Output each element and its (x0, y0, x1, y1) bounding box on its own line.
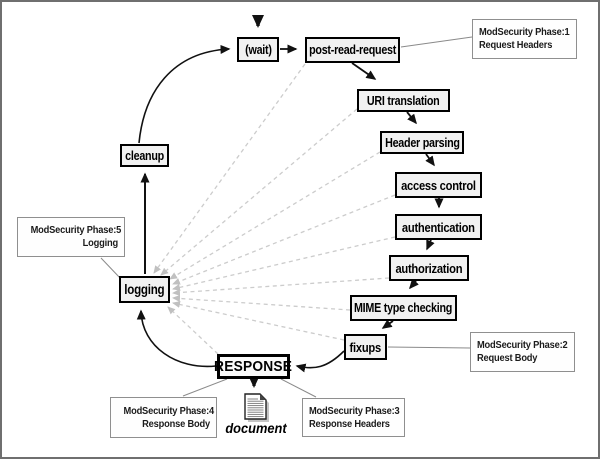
arrow-post-read-request-to-uri-translation (351, 62, 377, 80)
annotation-modsecurity-phase1: ModSecurity Phase:1 Request Headers (472, 19, 577, 59)
node-header-parsing: Header parsing (380, 131, 464, 154)
node-uri-translation: URI translation (357, 89, 450, 112)
dashed-arrow-authorization-to-logging (172, 277, 390, 297)
arrow-authentication-to-authorization (426, 239, 435, 251)
dashed-arrow-response-to-logging (167, 306, 219, 355)
connector-post-read-request-to-phase1 (400, 36, 473, 48)
dashed-arrow-uri-translation-to-logging (160, 108, 358, 276)
node-authentication: authentication (395, 214, 482, 240)
dashed-arrow-post-read-request-to-logging (153, 63, 306, 274)
connector-fixups-to-phase2 (387, 346, 471, 349)
arrow-fixups-to-response (295, 350, 345, 373)
node-mime-type-checking: MIME type checking (350, 295, 457, 321)
node-access-control: access control (395, 172, 482, 198)
annotation-modsecurity-phase2: ModSecurity Phase:2 Request Body (470, 332, 575, 372)
arrow-authorization-to-mime-type-checking (409, 278, 419, 290)
document-icon (244, 393, 269, 422)
connector-phase5-to-logging (100, 257, 122, 280)
arrow-cleanup-to-wait (138, 44, 231, 144)
connector-response-to-phase3 (280, 378, 317, 398)
arrow-response-to-logging (136, 309, 217, 368)
node-fixups: fixups (344, 334, 387, 360)
arrow-header-parsing-to-access-control (425, 153, 435, 167)
node-post-read-request: post-read-request (305, 37, 400, 63)
dashed-arrow-mime-type-checking-to-logging (172, 294, 351, 311)
document-label: document (225, 421, 287, 436)
annotation-modsecurity-phase4: ModSecurity Phase:4 Response Body (110, 397, 217, 438)
dashed-arrow-fixups-to-logging (172, 301, 345, 341)
dashed-arrow-authentication-to-logging (172, 236, 396, 291)
annotation-modsecurity-phase3: ModSecurity Phase:3 Response Headers (302, 398, 405, 437)
node-logging: logging (119, 276, 170, 303)
node-response: RESPONSE (214, 354, 292, 379)
arrow-mime-type-checking-to-fixups (381, 319, 394, 329)
dashed-arrow-header-parsing-to-logging (169, 151, 381, 280)
dashed-arrow-access-control-to-logging (172, 194, 396, 285)
node-authorization: authorization (389, 255, 469, 281)
arrow-uri-translation-to-header-parsing (406, 111, 417, 125)
node-wait: (wait) (237, 37, 279, 62)
connector-response-to-phase4 (182, 378, 228, 397)
annotation-modsecurity-phase5: ModSecurity Phase:5 Logging (17, 217, 125, 257)
node-cleanup: cleanup (120, 144, 169, 167)
